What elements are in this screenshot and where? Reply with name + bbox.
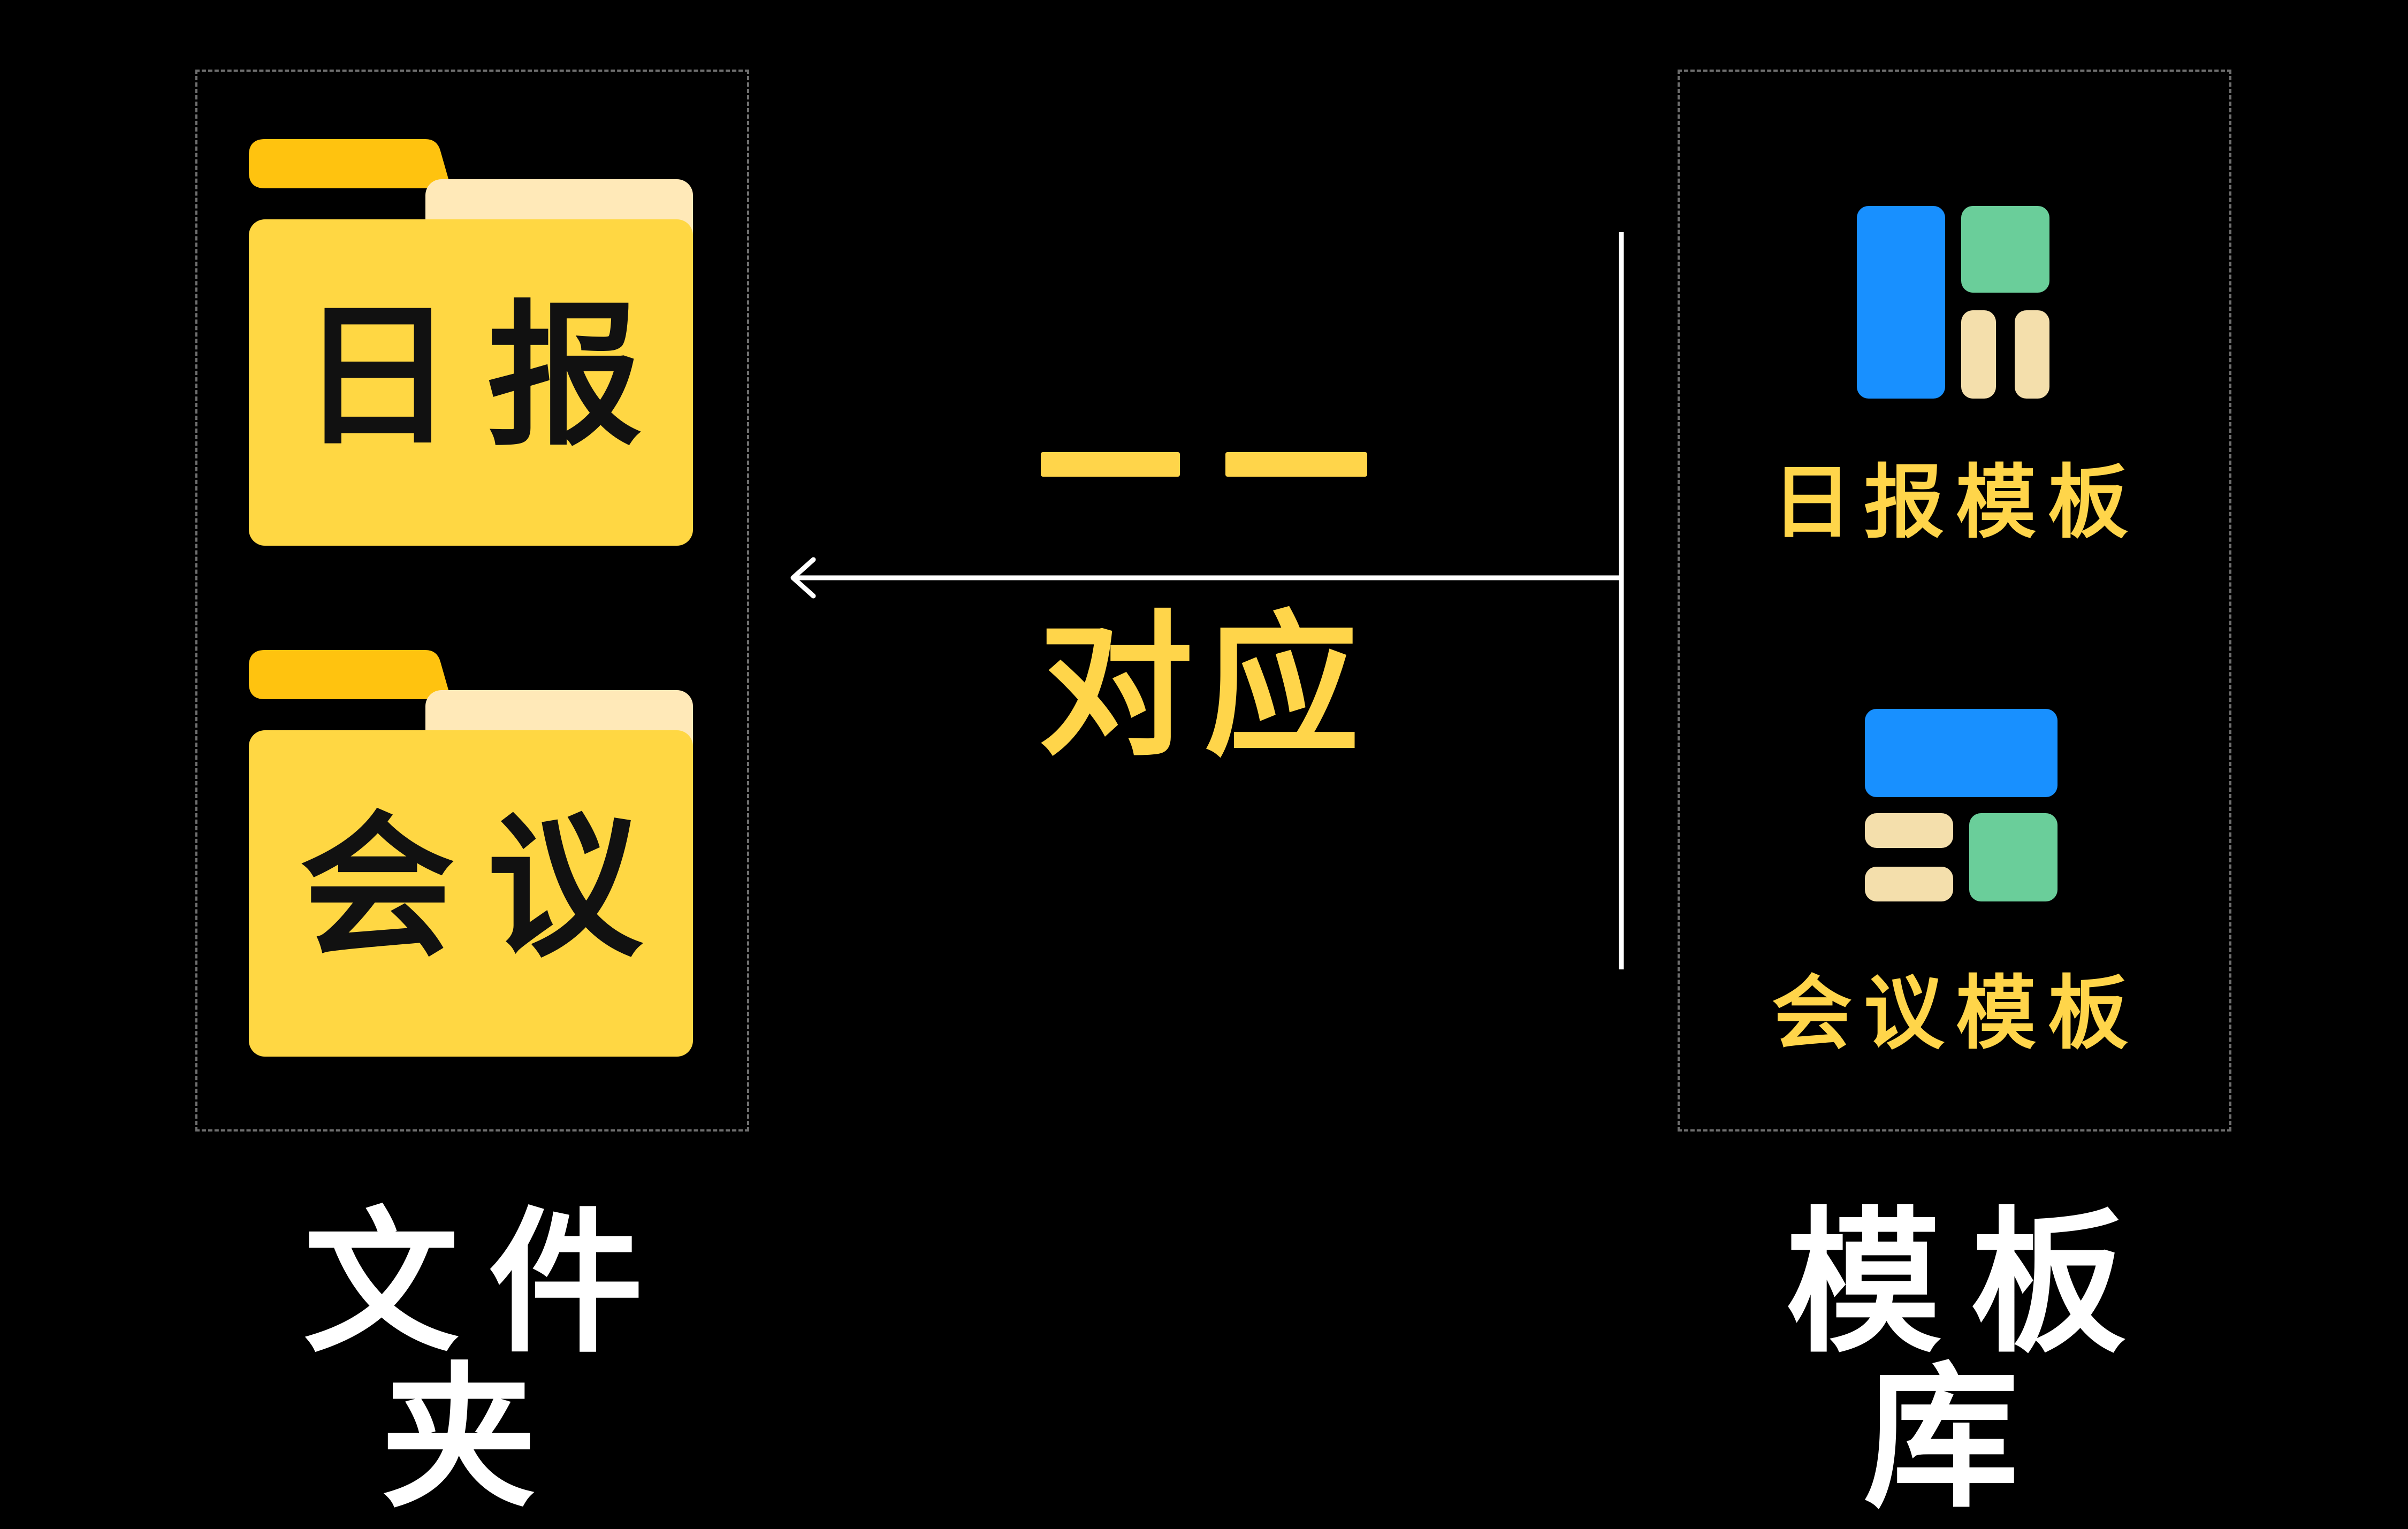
folder-daily-report[interactable]: 日报 — [249, 139, 693, 546]
template-label: 会议模板 — [1771, 967, 2140, 1060]
folder-meeting[interactable]: 会议 — [249, 650, 693, 1057]
template-group-box — [1678, 70, 2231, 1132]
relation-label: 对应 — [1038, 597, 1370, 777]
connector-arrow — [790, 232, 1624, 969]
meeting-template-icon[interactable] — [1865, 709, 2060, 904]
folder-group-box — [195, 70, 749, 1132]
relation-dash-right — [1225, 452, 1367, 477]
template-group-title: 模板库 — [1786, 1194, 2155, 1529]
daily-report-template-icon[interactable] — [1857, 206, 2055, 401]
folder-label: 日报 — [300, 287, 674, 467]
relation-dash-left — [1041, 452, 1180, 477]
folder-label: 会议 — [300, 798, 674, 978]
folder-icon — [249, 650, 693, 1057]
folder-icon — [249, 139, 693, 546]
template-label: 日报模板 — [1771, 456, 2140, 549]
folder-group-title: 文件夹 — [303, 1194, 673, 1529]
